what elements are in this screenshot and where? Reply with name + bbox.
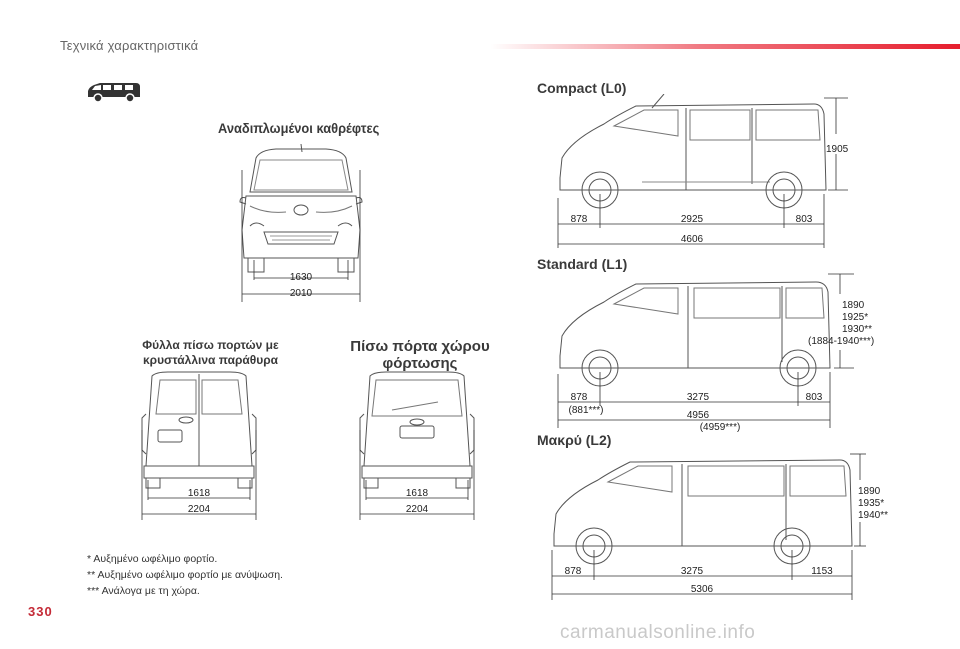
l1-length: 4956 (687, 410, 710, 421)
rear-tailgate-dim-inner: 1618 (406, 488, 429, 499)
rear-glazed-title-line1: Φύλλα πίσω πορτών με (142, 338, 279, 352)
rear-glazed-drawing: 1618 2204 (141, 371, 257, 520)
l1-height-3: 1930** (842, 324, 872, 335)
l2-rear-overhang: 1153 (811, 566, 833, 577)
l0-height: 1905 (826, 144, 849, 155)
rear-tailgate-dim-outer: 2204 (406, 504, 429, 515)
rear-tailgate-title-line2: φόρτωσης (382, 355, 458, 372)
l2-length: 5306 (691, 584, 714, 595)
l2-height-1: 1890 (858, 486, 881, 497)
l0-front-overhang: 878 (571, 214, 588, 225)
rear-glazed-dim-outer: 2204 (188, 504, 211, 515)
footnote-1: * Αυξημένο ωφέλιμο φορτίο. (87, 553, 218, 565)
l0-rear-overhang: 803 (796, 214, 813, 225)
l1-wheelbase: 3275 (687, 392, 710, 403)
variant-title-l2: Μακρύ (L2) (537, 432, 612, 448)
l2-wheelbase: 3275 (681, 566, 704, 577)
l2-height-2: 1935* (858, 498, 885, 509)
rear-glazed-title: Φύλλα πίσω πορτών με κρυστάλλινα παράθυρ… (138, 338, 283, 368)
l1-front-overhang-alt: (881***) (568, 405, 603, 416)
rear-glazed-title-line2: κρυστάλλινα παράθυρα (142, 353, 279, 367)
footnote-2: ** Αυξημένο ωφέλιμο φορτίο με ανύψωση. (87, 569, 283, 581)
rear-tailgate-drawing: 1618 2204 (359, 371, 475, 520)
page-number: 330 (28, 604, 53, 619)
l1-length-alt: (4959***) (700, 422, 741, 433)
side-view-l1: 878 (881***) 3275 803 4956 (4959***) 189… (557, 273, 874, 433)
side-view-l0: 878 2925 803 4606 1905 (557, 94, 849, 248)
l2-front-overhang: 878 (565, 566, 582, 577)
front-view-drawing (239, 143, 363, 302)
rear-glazed-dim-inner: 1618 (188, 488, 211, 499)
side-view-l2: 878 3275 1153 5306 (551, 453, 866, 600)
footnotes: * Αυξημένο ωφέλιμο φορτίο. ** Αυξημένο ω… (87, 551, 283, 599)
front-dim-inner: 1630 (290, 272, 313, 283)
front-dim-outer: 2010 (290, 288, 313, 299)
footnote-3: *** Ανάλογα με τη χώρα. (87, 585, 200, 597)
front-view-title: Αναδιπλωμένοι καθρέφτες (218, 120, 380, 136)
header-accent-bar (490, 44, 960, 49)
rear-tailgate-title: Πίσω πόρτα χώρου φόρτωσης (340, 338, 500, 372)
l1-height-2: 1925* (842, 312, 868, 323)
l2-height-3: 1940** (858, 510, 889, 521)
variant-title-l0: Compact (L0) (537, 80, 627, 96)
l2-height-block: 1890 1935* 1940** (858, 486, 888, 522)
l1-height-4: (1884-1940***) (808, 336, 874, 347)
van-side-icon (88, 83, 140, 103)
l1-front-overhang: 878 (571, 392, 588, 403)
l0-wheelbase: 2925 (681, 214, 704, 225)
l0-length: 4606 (681, 234, 704, 245)
rear-tailgate-title-line1: Πίσω πόρτα χώρου (350, 338, 490, 355)
watermark-text: carmanualsonline.info (560, 622, 756, 643)
l1-height-1: 1890 (842, 300, 865, 311)
front-view-dim-labels: 1630 2010 (290, 272, 313, 299)
variant-title-l1: Standard (L1) (537, 256, 628, 272)
section-title: Τεχνικά χαρακτηριστικά (60, 38, 199, 53)
l1-rear-overhang: 803 (806, 392, 823, 403)
